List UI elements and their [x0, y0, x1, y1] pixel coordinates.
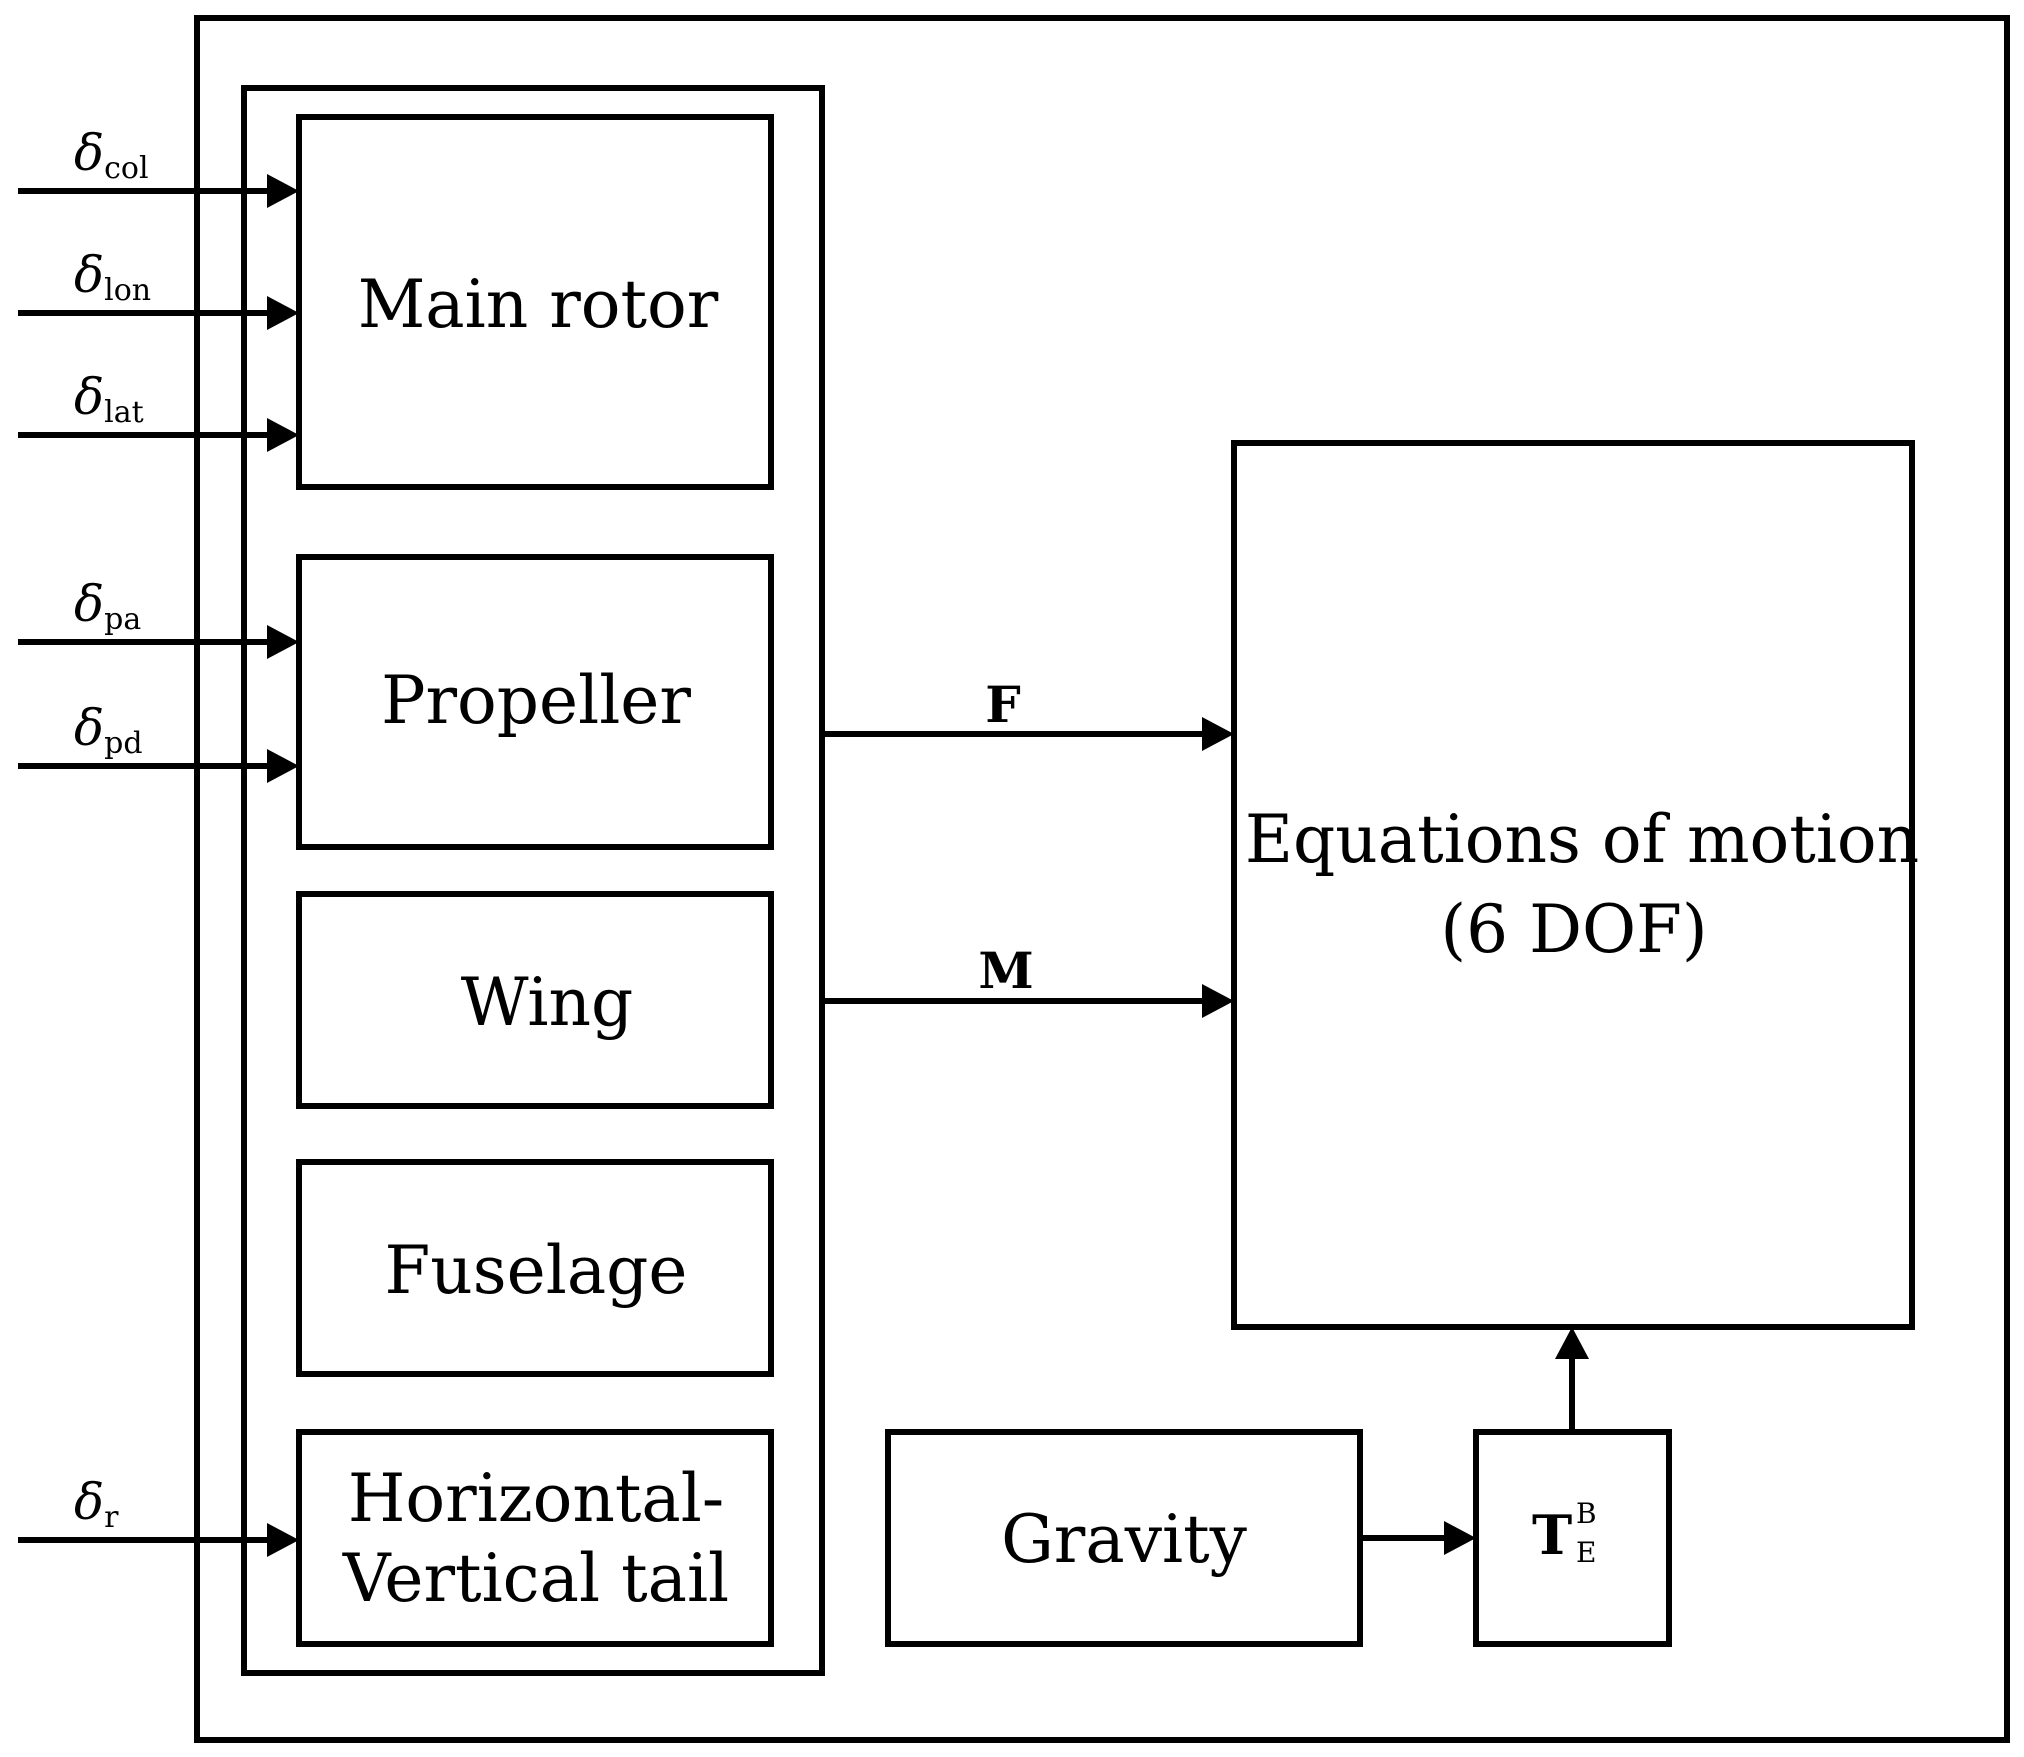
- main-rotor-block: Main rotor: [296, 114, 774, 490]
- input-sub-col: col: [104, 151, 148, 186]
- input-label-pa: δpa: [74, 575, 141, 637]
- input-label-lat: δlat: [74, 368, 144, 430]
- input-label-r: δr: [74, 1473, 119, 1535]
- input-labels: δcol δlon δlat δpa δpd δr: [74, 124, 151, 1535]
- transform-superscript: B: [1576, 1497, 1597, 1530]
- transform-block: T B E: [1473, 1429, 1672, 1647]
- gravity-label: Gravity: [1001, 1501, 1248, 1578]
- input-label-lon: δlon: [74, 246, 151, 308]
- input-sub-lon: lon: [104, 273, 151, 308]
- gravity-to-transform-arrow: [1360, 1521, 1476, 1555]
- force-arrow: F: [822, 675, 1234, 751]
- transform-subscript: E: [1576, 1536, 1596, 1569]
- arrowhead: [1444, 1521, 1476, 1555]
- delta-symbol: δ: [74, 1473, 104, 1531]
- input-sub-pa: pa: [104, 602, 141, 637]
- wing-block: Wing: [296, 891, 774, 1109]
- system-frame: [194, 15, 2010, 1743]
- gravity-block: Gravity: [885, 1429, 1363, 1647]
- fuselage-block: Fuselage: [296, 1159, 774, 1377]
- delta-symbol: δ: [74, 575, 104, 633]
- arrowhead: [267, 625, 299, 659]
- arrowhead: [1202, 717, 1234, 751]
- tail-label-line2: Vertical tail: [342, 1540, 729, 1617]
- propeller-block: Propeller: [296, 554, 774, 850]
- delta-symbol: δ: [74, 699, 104, 757]
- arrowhead: [1555, 1327, 1589, 1359]
- transform-to-eom-arrow: [1555, 1327, 1589, 1432]
- input-sub-pd: pd: [104, 726, 142, 761]
- arrowhead: [267, 1523, 299, 1557]
- transform-symbol: T: [1532, 1503, 1572, 1567]
- arrowhead: [1202, 984, 1234, 1018]
- force-label: F: [985, 675, 1021, 734]
- equations-of-motion-block: Equations of motion (6 DOF): [1231, 440, 1919, 1330]
- delta-symbol: δ: [74, 246, 104, 304]
- arrowhead: [267, 296, 299, 330]
- arrowhead: [267, 749, 299, 783]
- fuselage-label: Fuselage: [385, 1232, 688, 1309]
- eom-label-line1: Equations of motion: [1245, 801, 1919, 878]
- delta-symbol: δ: [74, 368, 104, 426]
- arrowhead: [267, 174, 299, 208]
- main-rotor-label: Main rotor: [358, 266, 719, 343]
- wing-label: Wing: [461, 964, 634, 1041]
- components-group-frame: [241, 85, 825, 1676]
- input-sub-r: r: [104, 1500, 119, 1535]
- input-label-col: δcol: [74, 124, 149, 186]
- moment-arrow: M: [822, 941, 1234, 1018]
- input-sub-lat: lat: [104, 395, 144, 430]
- input-arrows: [18, 174, 299, 1557]
- propeller-label: Propeller: [381, 662, 691, 739]
- arrowhead: [267, 418, 299, 452]
- input-label-pd: δpd: [74, 699, 143, 761]
- tail-label-line1: Horizontal-: [348, 1460, 724, 1537]
- eom-label-line2: (6 DOF): [1440, 891, 1707, 968]
- tail-block: Horizontal- Vertical tail: [296, 1429, 774, 1647]
- moment-label: M: [978, 941, 1033, 1000]
- delta-symbol: δ: [74, 124, 104, 182]
